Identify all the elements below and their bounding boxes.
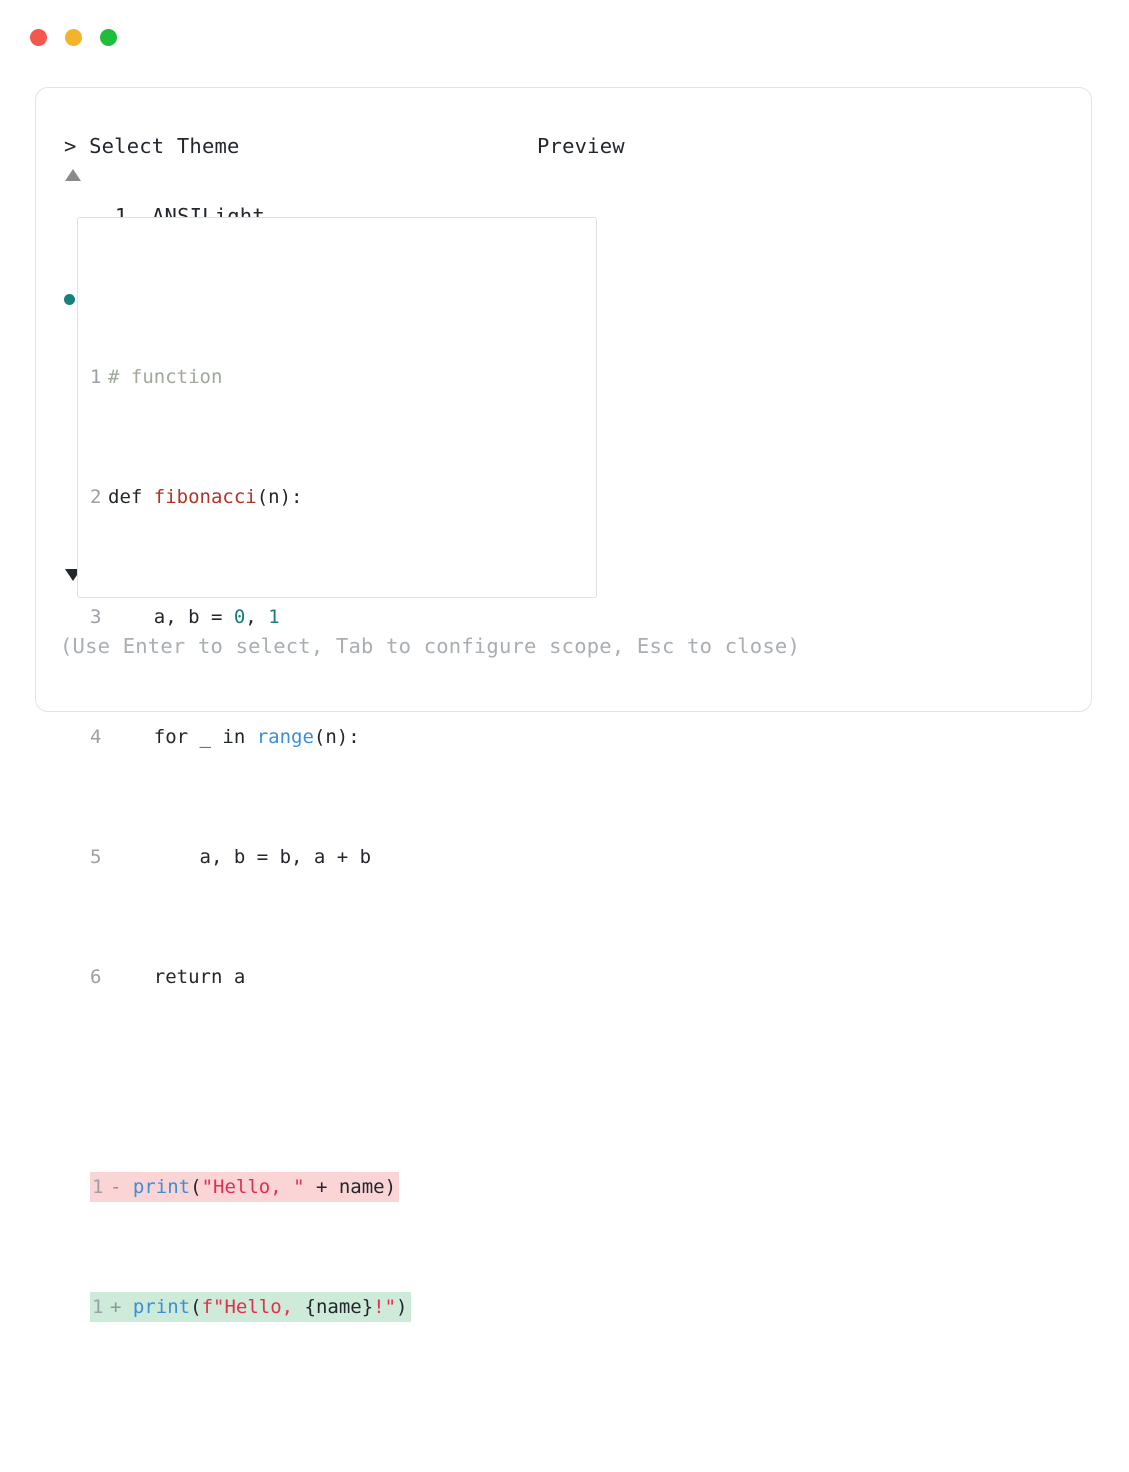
code-line: 3 a, b = 0, 1 xyxy=(90,602,411,632)
diff-line-addition-wrap: 1 + print(f"Hello, {name}!") xyxy=(90,1292,411,1322)
preview-pane: Preview xyxy=(537,134,1067,158)
window-traffic-lights xyxy=(30,29,117,46)
code-token-plain xyxy=(121,1296,132,1318)
code-token-string: !" xyxy=(373,1296,397,1318)
code-token-builtin: range xyxy=(256,726,314,748)
diff-block: 1- print("Hello, " + name) 1+ print(f"He… xyxy=(90,1112,411,1382)
selection-bullet-cell xyxy=(64,285,92,315)
code-token-number: 0 xyxy=(233,606,246,628)
diff-sign-plus: + xyxy=(110,1296,122,1318)
close-window-button[interactable] xyxy=(30,29,47,46)
code-token-plain: {name} xyxy=(304,1296,374,1318)
line-number: 5 xyxy=(90,846,102,868)
code-token-keyword: def xyxy=(108,486,154,508)
code-line: 6 return a xyxy=(90,962,411,992)
code-line: 2 def fibonacci(n): xyxy=(90,482,411,512)
code-line: 1 # function xyxy=(90,362,411,392)
code-token-string: f"Hello, xyxy=(201,1296,305,1318)
triangle-up-icon[interactable] xyxy=(65,169,81,181)
line-number: 1 xyxy=(90,366,102,388)
selected-bullet-icon xyxy=(64,294,75,305)
code-token-function: fibonacci xyxy=(153,486,257,508)
diff-line-deletion: 1- print("Hello, " + name) xyxy=(90,1172,400,1202)
diff-line-addition: 1 + print(f"Hello, {name}!") xyxy=(90,1292,411,1322)
theme-selector-card: > Select Theme 1. ANSI Light 2. Ayu xyxy=(35,87,1092,1322)
line-number: 3 xyxy=(90,606,102,628)
code-token-builtin: print xyxy=(132,1296,191,1318)
preview-title: Preview xyxy=(537,134,625,158)
code-token-plain: ( xyxy=(190,1296,202,1318)
line-number: 6 xyxy=(90,966,102,988)
code-token-plain: , xyxy=(245,606,269,628)
code-token-builtin: print xyxy=(132,1176,191,1198)
minimize-window-button[interactable] xyxy=(65,29,82,46)
code-token-plain: + name) xyxy=(304,1176,397,1198)
code-token-plain: (n): xyxy=(256,486,303,508)
code-token-plain: a, b = b, a + b xyxy=(108,846,372,868)
line-number: 1 xyxy=(92,1176,104,1198)
code-token-comment: # function xyxy=(108,366,223,388)
code-token-number: 1 xyxy=(268,606,280,628)
diff-sign-minus: - xyxy=(110,1176,122,1198)
code-token-plain: a, b = xyxy=(108,606,234,628)
keyboard-hint: (Use Enter to select, Tab to configure s… xyxy=(60,634,800,658)
code-line: 4 for _ in range(n): xyxy=(90,722,411,752)
line-number: 2 xyxy=(90,486,102,508)
line-number: 4 xyxy=(90,726,102,748)
code-token-plain: ) xyxy=(396,1296,408,1318)
code-token-plain xyxy=(121,1176,132,1198)
code-token-plain: ( xyxy=(190,1176,202,1198)
maximize-window-button[interactable] xyxy=(100,29,117,46)
code-line: 5 a, b = b, a + b xyxy=(90,842,411,872)
code-token-string: "Hello, " xyxy=(201,1176,305,1198)
line-number: 1 xyxy=(92,1296,104,1318)
code-token-plain: return a xyxy=(108,966,246,988)
code-token-plain: (n): xyxy=(313,726,360,748)
diff-line-deletion-wrap: 1- print("Hello, " + name) xyxy=(90,1172,411,1202)
select-theme-prompt: > Select Theme xyxy=(64,134,240,158)
code-token-plain: for _ in xyxy=(108,726,257,748)
